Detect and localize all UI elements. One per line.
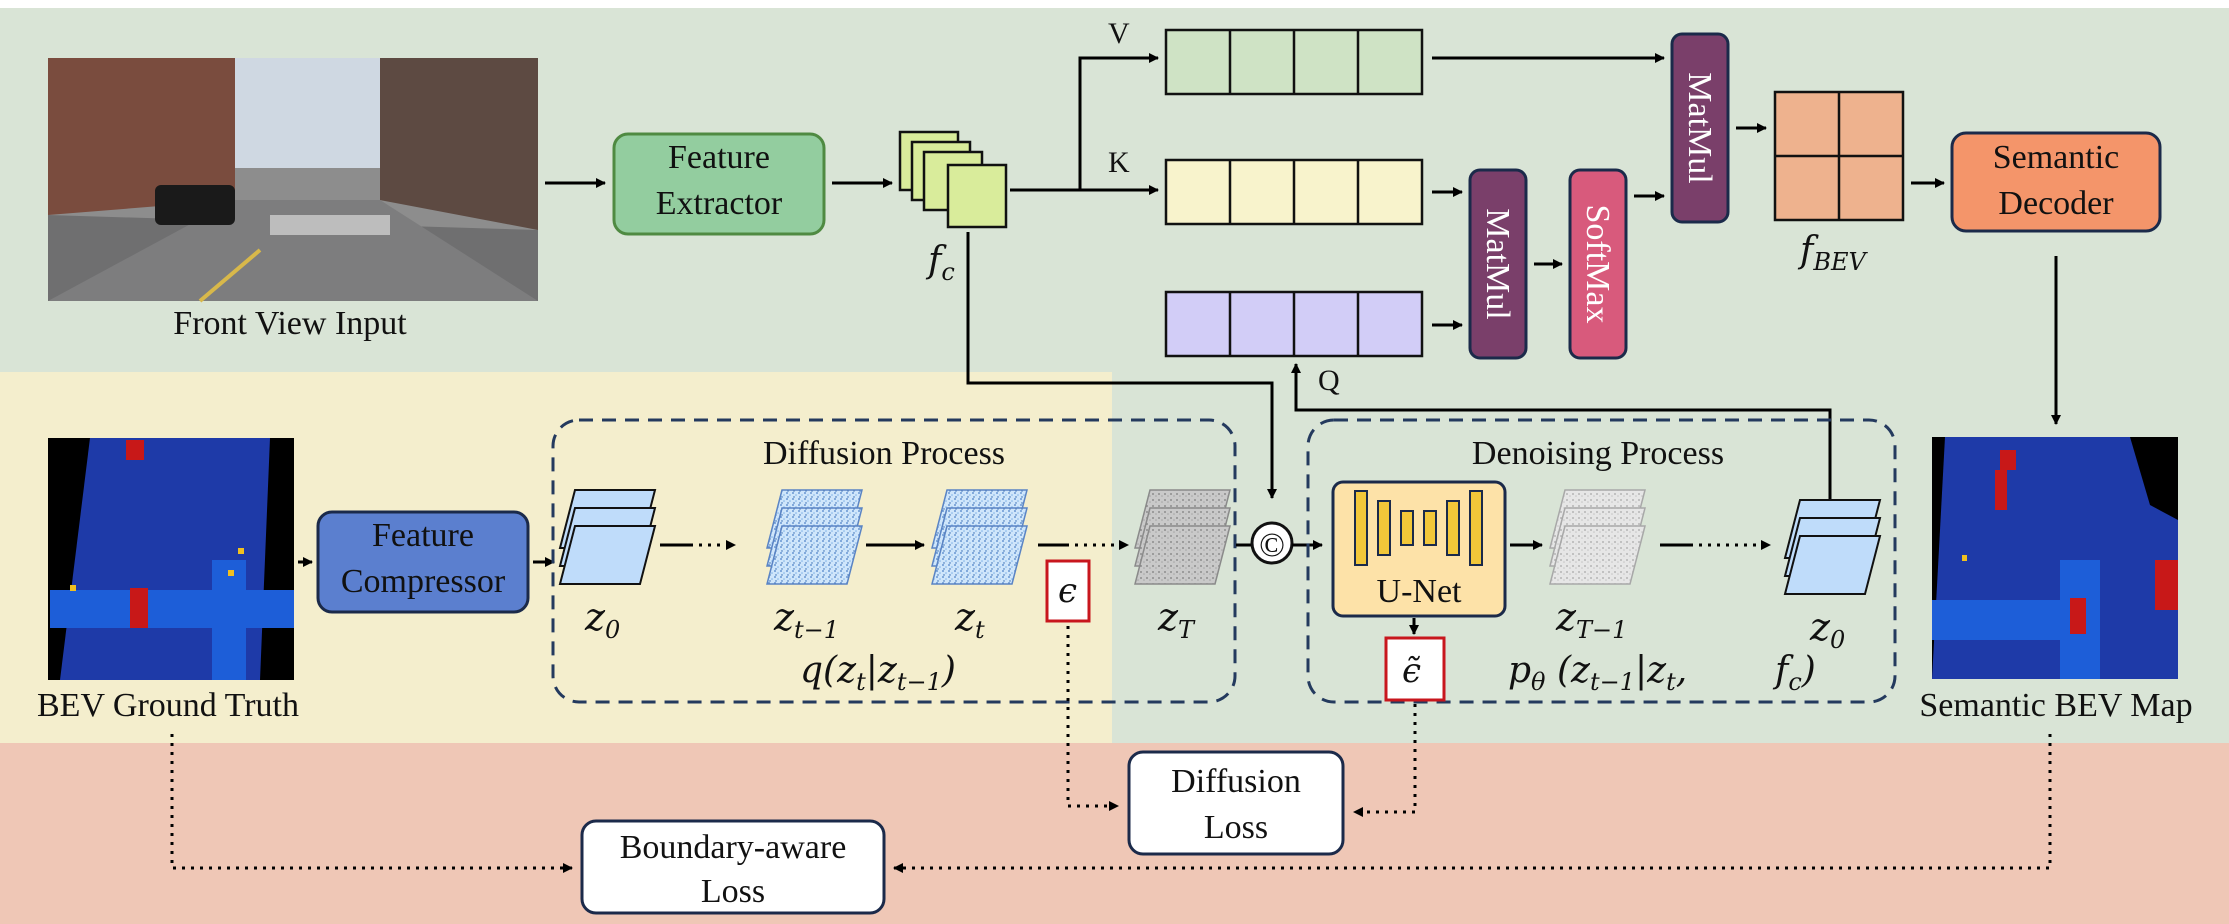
q-formula: q(zt|zt−1): [800, 650, 956, 696]
unet-label: U-Net: [1377, 573, 1463, 610]
diffusion-loss-box: [1127, 750, 1345, 856]
bev-ground-truth-label: BEV Ground Truth: [37, 687, 299, 724]
fc-to-concat-line: [966, 232, 1277, 499]
softmax-box: [1568, 168, 1628, 360]
zT1-label: zT−1: [1555, 595, 1627, 644]
epsilon-label: ϵ: [1058, 571, 1077, 611]
boundary-loss-label-1: Boundary-aware: [620, 829, 847, 866]
denoising-process-title: Denoising Process: [1472, 435, 1724, 472]
zt1-latent-stack: [766, 489, 863, 585]
semantic-decoder-label-2: Decoder: [1998, 185, 2114, 222]
epsilon-tilde-to-diffusion-loss: [1353, 704, 1417, 817]
loss-region-bg: [0, 743, 2229, 924]
v-vector: [1164, 28, 1424, 96]
zt-label: zt: [954, 595, 985, 644]
denoising-process-region: [1306, 418, 1897, 704]
diffusion-loss-label-1: Diffusion: [1171, 763, 1301, 800]
front-view-image: [48, 58, 538, 303]
matmul-top-label: MatMul: [1681, 72, 1718, 183]
boundary-loss-box: [580, 819, 886, 915]
bev-ground-truth-image: [48, 438, 294, 680]
p-formula: pθ (zt−1|zt,: [1508, 650, 1687, 696]
diffusion-process-title: Diffusion Process: [763, 435, 1005, 472]
fc-feature-stack: [898, 130, 1008, 229]
zT-latent-stack: [1134, 489, 1231, 585]
feature-extractor-label-1: Feature: [668, 139, 770, 176]
softmax-label: SoftMax: [1579, 205, 1616, 324]
unet-box: [1331, 480, 1507, 618]
denoise-to-q-line: [1291, 363, 1832, 508]
zt1-label: zt−1: [773, 595, 839, 644]
z0-denoised-stack: [1783, 499, 1882, 595]
semantic-bev-map-image: [1932, 437, 2178, 679]
epsilon-tilde-box: [1384, 636, 1446, 702]
diffusion-process-region: [551, 418, 1237, 704]
semantic-decoder-label-1: Semantic: [1993, 139, 2120, 176]
v-label: V: [1108, 17, 1130, 50]
zT-label: zT: [1157, 595, 1196, 644]
concat-label: ©: [1259, 527, 1285, 564]
epsilon-tilde-label: ϵ̃: [1402, 651, 1421, 691]
semantic-decoder-box: [1950, 131, 2162, 233]
fbev-grid: [1773, 90, 1905, 222]
boundary-loss-label-2: Loss: [701, 873, 765, 910]
z0b-label: z0: [1809, 605, 1845, 654]
zT1-latent-stack: [1549, 489, 1646, 585]
matmul-mid-box: [1468, 168, 1528, 360]
epsilon-box: [1045, 559, 1091, 623]
diffusion-loss-label-2: Loss: [1204, 809, 1268, 846]
feature-compressor-box: [316, 510, 530, 614]
matmul-mid-label: MatMul: [1479, 208, 1516, 319]
feature-extractor-box: [612, 132, 826, 236]
epsilon-to-diffusion-loss: [1066, 626, 1119, 811]
feature-compressor-label-2: Compressor: [341, 563, 506, 600]
p-formula-fc: fc): [1772, 650, 1816, 696]
concat-symbol: [1250, 521, 1294, 565]
z0-latent-stack: [558, 489, 657, 585]
k-label: K: [1108, 146, 1130, 179]
q-label: Q: [1318, 364, 1340, 397]
zt-latent-stack: [931, 489, 1028, 585]
front-view-input-label: Front View Input: [173, 305, 407, 342]
fbev-label: fBEV: [1797, 230, 1868, 276]
unet-bars: [1354, 490, 1483, 566]
feature-extractor-label-2: Extractor: [656, 185, 783, 222]
z0-label: z0: [584, 595, 620, 644]
feature-compressor-label-1: Feature: [372, 517, 474, 554]
semantic-bev-map-label: Semantic BEV Map: [1919, 687, 2192, 724]
matmul-top-box: [1670, 32, 1730, 224]
q-vector: [1164, 290, 1424, 358]
k-vector: [1164, 158, 1424, 226]
